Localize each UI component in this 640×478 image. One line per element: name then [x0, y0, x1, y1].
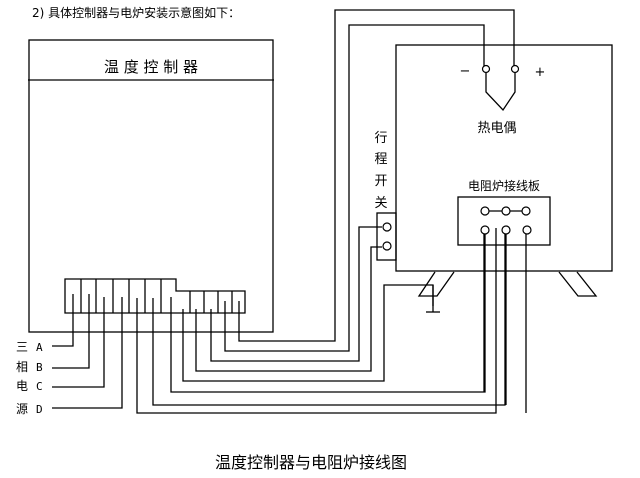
- wire-phase-b: [52, 294, 90, 369]
- limit-switch-char-1: 程: [374, 152, 387, 167]
- wire-phase-c: [52, 297, 105, 388]
- thermocouple: − + 热电偶: [460, 64, 546, 136]
- wire-thermocouple-minus: [224, 24, 485, 352]
- diagram-caption: 温度控制器与电阻炉接线图: [215, 453, 407, 472]
- power-label-phase-c: C: [36, 380, 43, 393]
- limit-switch-terminal-2: [382, 241, 392, 251]
- power-source: 三 A 相 B 电 C 源 D: [16, 294, 123, 416]
- power-label-phase-d: D: [36, 403, 43, 416]
- wire-phase-d: [52, 297, 123, 409]
- power-label-char-2: 电: [16, 379, 28, 393]
- wire-heater-2: [152, 230, 506, 406]
- wire-limit-switch-2: [195, 246, 382, 372]
- furnace-leg-left: [417, 271, 455, 297]
- power-label-phase-b: B: [36, 361, 43, 374]
- terminal-block-outline: [64, 278, 246, 314]
- wire-phase-a: [52, 294, 74, 347]
- thermocouple-plus-sign: +: [535, 65, 546, 80]
- temperature-controller: 温 度 控 制 器: [28, 39, 274, 333]
- thermocouple-terminal-minus: [481, 64, 491, 74]
- power-label-char-1: 相: [16, 360, 28, 374]
- wire-heater-3: [170, 230, 486, 393]
- intro-text: 2) 具体控制器与电炉安装示意图如下：: [32, 5, 240, 20]
- thermocouple-junction: [485, 73, 516, 112]
- controller-to-furnace-wires: [136, 9, 515, 414]
- limit-switch-box: [376, 212, 397, 261]
- limit-switch-char-3: 关: [374, 196, 387, 211]
- controller-title: 温 度 控 制 器: [104, 58, 198, 76]
- power-label-char-3: 源: [16, 402, 28, 416]
- power-label-char-0: 三: [16, 340, 28, 354]
- furnace-terminal-board: 电阻炉接线板: [457, 178, 551, 246]
- wire-heater-1: [136, 228, 497, 414]
- limit-switch-terminal-1: [382, 222, 392, 232]
- thermocouple-minus-sign: −: [460, 64, 471, 79]
- furnace-leg-right: [558, 271, 598, 297]
- wire-limit-switch-1: [210, 226, 382, 362]
- resistance-furnace: − + 热电偶 行 程 开 关 电阻炉接线板: [374, 44, 613, 313]
- furnace-box: [395, 44, 613, 272]
- limit-switch: 行 程 开 关: [374, 131, 397, 261]
- terminal-board-box: [457, 196, 551, 246]
- thermocouple-label: 热电偶: [477, 121, 516, 136]
- wire-thermocouple-plus: [238, 9, 515, 342]
- controller-box: [28, 39, 274, 333]
- wire-ground: [182, 284, 434, 382]
- limit-switch-char-0: 行: [374, 131, 387, 146]
- terminal-board-label: 电阻炉接线板: [468, 178, 540, 193]
- controller-terminal-block: [64, 278, 246, 314]
- thermocouple-terminal-plus: [510, 64, 520, 74]
- power-label-phase-a: A: [36, 341, 43, 354]
- limit-switch-char-2: 开: [374, 174, 387, 189]
